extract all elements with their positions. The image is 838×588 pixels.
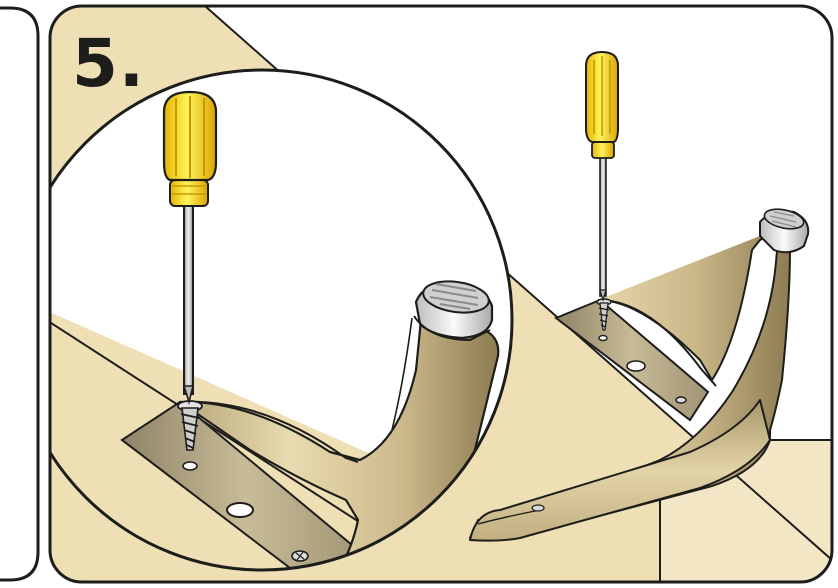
step-panel: 5. — [50, 6, 832, 582]
detail-magnifier — [50, 68, 514, 572]
wood-screw-icon-detail — [177, 400, 203, 451]
previous-panel-edge — [0, 6, 40, 582]
leg-runner — [469, 399, 771, 542]
furniture-leg-overview — [469, 50, 810, 542]
step-panel-border — [48, 4, 834, 584]
leg-foot-cap-detail — [413, 280, 494, 342]
wood-screw-icon — [596, 298, 612, 331]
screwdriver-icon — [585, 50, 619, 303]
mounting-plate — [554, 298, 710, 422]
leg-foot-cap — [759, 208, 810, 254]
screwdriver-icon-detail — [162, 90, 218, 405]
step-number: 5. — [72, 25, 145, 102]
